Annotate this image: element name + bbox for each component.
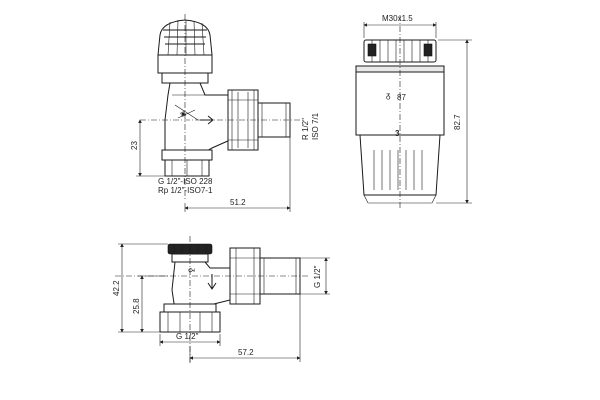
bottom-label-outlet: G 1/2" bbox=[313, 265, 322, 288]
side-cap-marking: 3 bbox=[395, 129, 400, 138]
side-brand-logo: ᵹ bbox=[386, 91, 391, 100]
front-label-inlet-rp: Rp 1/2"-ISO7-1 bbox=[158, 186, 213, 195]
front-view: ◈ 23 G 1/2"-ISO 228 Rp 1/2"-ISO7-1 R bbox=[130, 14, 320, 212]
front-brand-mark: ◈ bbox=[177, 109, 188, 119]
bottom-dim-42-2: 42.2 bbox=[112, 280, 121, 296]
bottom-dim-57-2: 57.2 bbox=[238, 348, 254, 357]
front-dim-51-2: 51.2 bbox=[230, 198, 246, 207]
front-inlet-union bbox=[161, 149, 213, 177]
side-brand-mark: 87 bbox=[397, 93, 406, 102]
front-label-inlet: G 1/2"-ISO 228 bbox=[158, 177, 213, 186]
front-valve-body: ◈ bbox=[164, 82, 231, 153]
side-cap-body: ᵹ 87 3 bbox=[355, 65, 445, 204]
bottom-valve-body: ᵹ bbox=[171, 261, 231, 311]
front-label-side-std: ISO 7/1 bbox=[311, 112, 320, 140]
front-label-side: R 1/2" bbox=[301, 118, 310, 140]
bottom-outlet-union bbox=[229, 247, 301, 305]
bottom-view: ᵹ 42.2 25.8 G 1/2" bbox=[112, 236, 330, 365]
side-dim-m30: M30x1.5 bbox=[382, 14, 413, 23]
bottom-dim-25-8: 25.8 bbox=[132, 298, 141, 314]
bottom-label-inlet: G 1/2" bbox=[176, 332, 199, 341]
side-view: ᵹ 87 3 M30x1.5 82.7 bbox=[355, 14, 472, 210]
side-dim-82-7: 82.7 bbox=[453, 114, 462, 130]
bottom-brand-mark: ᵹ bbox=[188, 268, 197, 273]
front-dim-23: 23 bbox=[130, 141, 139, 150]
